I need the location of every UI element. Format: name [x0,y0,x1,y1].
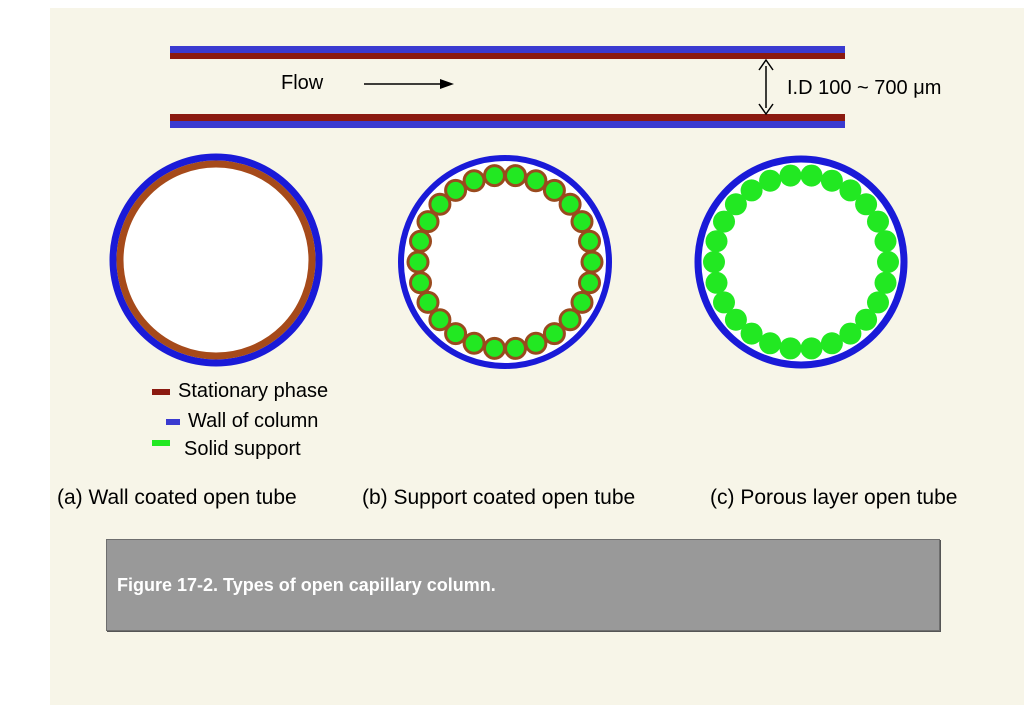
legend-stationary-phase: Stationary phase [152,380,328,403]
support-particle [759,169,782,192]
support-particle [800,337,823,360]
legend-solid-support: Solid support [152,438,301,461]
id-arrow-head-bottom [758,103,774,116]
support-particle [779,164,802,187]
support-particle [740,179,763,202]
support-particle [558,192,582,216]
support-particle [578,271,601,295]
support-particle [820,169,843,192]
support-particle [542,178,566,202]
caption-wcot: (a) Wall coated open tube [57,486,297,509]
support-particle [724,308,747,331]
scot-wall-ring [398,155,612,369]
support-particle [713,210,735,233]
support-particle [855,308,878,331]
support-particle [867,291,889,314]
support-particle [705,230,728,253]
support-particle [504,164,527,188]
support-particle [558,308,582,332]
support-particle [877,251,899,273]
legend-label: Solid support [184,438,301,460]
caption-scot: (b) Support coated open tube [362,486,636,509]
support-particle [409,271,432,295]
support-particle [705,271,728,294]
tube-top-stationary [170,53,845,59]
support-particle [867,210,889,233]
tube-bottom-wall [170,121,845,128]
support-particle [580,250,604,274]
plot-wall-ring [694,155,908,369]
support-particle [800,164,823,187]
tube-top-wall [170,46,845,53]
support-particle [874,230,897,253]
legend-label: Stationary phase [178,380,329,402]
support-particle [779,337,802,360]
support-particle [416,210,440,234]
tube-bottom-stationary [170,114,845,121]
legend-wall-of-column: Wall of column [166,410,318,433]
support-particle [839,322,862,345]
support-particle [444,322,468,346]
wcot-wall-ring [109,153,323,367]
support-particle [462,331,486,355]
support-particle [570,290,594,314]
figure-caption: Figure 17-2. Types of open capillary col… [117,575,496,595]
id-arrow-head-top [758,58,774,71]
support-particle [839,179,862,202]
support-particle [524,169,548,193]
support-particle [703,251,725,273]
legend-swatch-stationary [152,388,170,395]
support-particle [542,322,566,346]
caption-plot: (c) Porous layer open tube [710,486,958,509]
figure-caption-box: Figure 17-2. Types of open capillary col… [106,539,940,631]
flow-arrow-head [440,79,454,89]
support-particle [724,193,747,216]
plot-support-particles [703,164,899,360]
support-particle [570,210,594,234]
support-particle [444,178,468,202]
flow-label: Flow [281,72,324,94]
legend-swatch-support [152,440,170,446]
support-particle [428,192,452,216]
support-particle [483,164,506,188]
support-particle [416,290,440,314]
support-particle [524,331,548,355]
support-particle [759,332,782,355]
support-particle [855,193,878,216]
support-particle [462,169,486,193]
support-particle [578,229,601,253]
support-particle [406,250,430,274]
support-particle [713,291,735,314]
wcot-stationary-ring [116,160,316,360]
support-particle [820,332,843,355]
legend-label: Wall of column [188,410,319,432]
scot-support-particles [406,164,604,360]
support-particle [740,322,763,345]
legend-swatch-wall [166,418,180,425]
support-particle [483,336,506,360]
id-label: I.D 100 ~ 700 μm [787,77,942,99]
support-particle [409,229,432,253]
support-particle [874,271,897,294]
support-particle [504,336,527,360]
support-particle [428,308,452,332]
